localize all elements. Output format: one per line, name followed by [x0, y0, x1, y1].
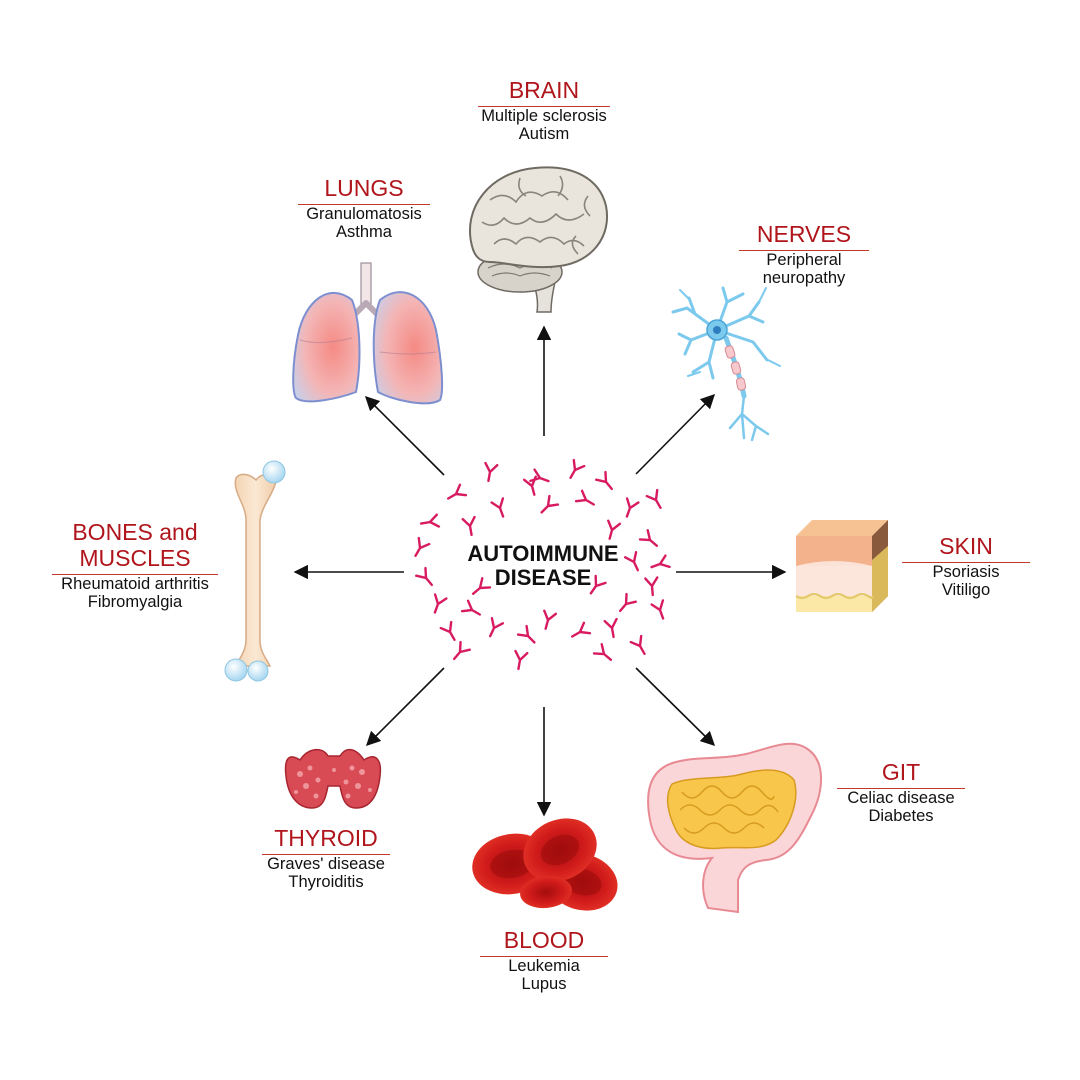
antibody-icon — [543, 609, 558, 630]
antibody-icon — [571, 621, 592, 638]
antibody-icon — [623, 551, 640, 572]
antibody-icon — [650, 554, 671, 569]
antibody-icon — [650, 599, 665, 620]
bone-icon — [224, 460, 286, 682]
arrow-to-nerves — [635, 393, 716, 475]
antibody-icon — [619, 592, 637, 613]
arrow-to-thyroid — [365, 667, 445, 747]
skin-disease-1: Psoriasis — [932, 562, 1000, 581]
antibody-icon — [460, 599, 481, 616]
center-title-line2: DISEASE — [494, 565, 592, 591]
antibody-icon — [540, 494, 560, 514]
antibody-icon — [592, 643, 613, 661]
thyroid-disease-2: Thyroiditis — [288, 873, 364, 892]
bones-title-line1: BONES and — [72, 519, 198, 545]
arrow-to-git — [635, 667, 716, 747]
antibody-icon — [447, 483, 468, 500]
antibody-icon — [589, 574, 607, 595]
nerves-label: NERVES Peripheral neuropathy — [739, 221, 869, 288]
bones-muscles-label: BONES and MUSCLES Rheumatoid arthritis F… — [52, 519, 218, 611]
antibody-icon — [414, 536, 431, 557]
bones-disease-2: Fibromyalgia — [87, 592, 183, 611]
git-label: GIT Celiac disease Diabetes — [837, 759, 965, 826]
antibody-icon — [439, 620, 456, 641]
antibody-icon — [574, 489, 595, 506]
lungs-title: LUNGS — [298, 175, 430, 205]
antibody-icon — [644, 576, 659, 597]
skin-label: SKIN Psoriasis Vitiligo — [902, 533, 1030, 600]
thyroid-icon — [284, 748, 382, 809]
arrow-to-lungs — [364, 395, 445, 476]
antibody-cluster — [414, 458, 671, 671]
antibody-icon — [461, 515, 476, 537]
git-disease-2: Diabetes — [868, 807, 934, 826]
bones-title-line2: MUSCLES — [52, 545, 218, 575]
blood-title: BLOOD — [480, 927, 608, 957]
antibody-icon — [625, 497, 640, 518]
bones-disease-1: Rheumatoid arthritis — [61, 574, 209, 593]
skin-title: SKIN — [902, 533, 1030, 563]
thyroid-label: THYROID Graves' disease Thyroiditis — [262, 825, 390, 892]
blood-label: BLOOD Leukemia Lupus — [480, 927, 608, 994]
antibody-icon — [595, 470, 613, 491]
nerves-disease-1: Peripheral — [766, 250, 842, 269]
antibody-icon — [419, 513, 441, 528]
antibody-icon — [638, 529, 659, 547]
lungs-disease-2: Asthma — [336, 223, 392, 242]
antibody-icon — [603, 617, 618, 639]
brain-label: BRAIN Multiple sclerosis Autism — [478, 77, 610, 144]
antibody-icon — [488, 617, 505, 638]
antibody-icon — [433, 593, 448, 614]
blood-disease-1: Leukemia — [508, 956, 580, 975]
red-blood-cells-icon — [472, 818, 618, 911]
antibody-icon — [529, 468, 550, 483]
antibody-icon — [415, 566, 433, 587]
brain-disease-1: Multiple sclerosis — [481, 106, 607, 125]
git-disease-1: Celiac disease — [847, 788, 955, 807]
arrows — [293, 325, 787, 817]
antibody-icon — [484, 461, 499, 483]
center-title: AUTOIMMUNE DISEASE — [440, 541, 646, 591]
antibody-icon — [471, 577, 492, 595]
antibody-icon — [645, 488, 662, 509]
lungs-disease-1: Granulomatosis — [306, 204, 422, 223]
brain-icon — [469, 166, 609, 313]
center-title-line1: AUTOIMMUNE — [467, 541, 619, 566]
intestine-icon — [647, 742, 823, 914]
git-title: GIT — [837, 759, 965, 789]
lungs-label: LUNGS Granulomatosis Asthma — [298, 175, 430, 242]
neuron-icon — [671, 286, 781, 442]
antibody-icon — [629, 634, 646, 655]
nerves-disease-2: neuropathy — [762, 269, 846, 288]
antibody-icon — [516, 624, 536, 644]
antibody-icon — [569, 458, 586, 479]
skin-disease-2: Vitiligo — [941, 581, 991, 600]
lungs-icon — [292, 262, 444, 405]
skin-icon — [795, 520, 888, 612]
antibody-icon — [453, 640, 471, 661]
blood-disease-2: Lupus — [521, 975, 567, 994]
antibody-icon — [490, 497, 505, 518]
thyroid-disease-1: Graves' disease — [267, 854, 385, 873]
brain-title: BRAIN — [478, 77, 610, 107]
nerves-title: NERVES — [739, 221, 869, 251]
thyroid-title: THYROID — [262, 825, 390, 855]
antibody-icon — [514, 649, 529, 671]
antibody-icon — [607, 519, 622, 540]
brain-disease-2: Autism — [518, 125, 570, 144]
